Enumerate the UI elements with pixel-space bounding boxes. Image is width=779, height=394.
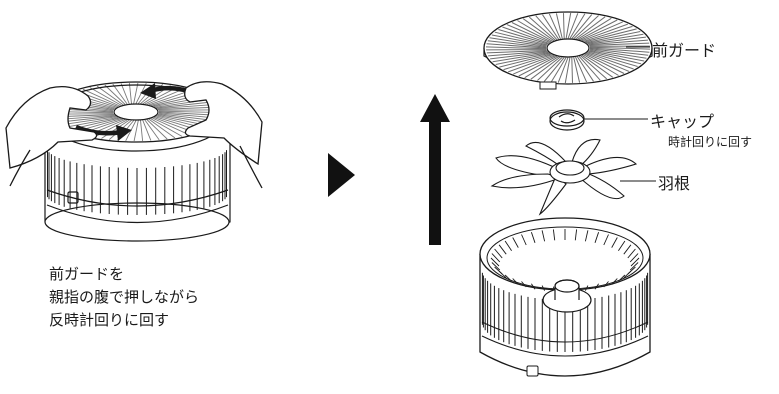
instruction-line-3: 反時計回りに回す: [49, 309, 199, 332]
cap-note-label: 時計回りに回す: [668, 133, 752, 150]
cap-label: キャップ: [650, 108, 714, 132]
fan-body-part: [480, 218, 650, 376]
instruction-text: 前ガードを 親指の腹で押しながら 反時計回りに回す: [49, 263, 199, 332]
up-arrow-icon: [420, 94, 450, 245]
blade-part: [492, 139, 636, 214]
cap-part: [550, 110, 584, 130]
front-guard-label: 前ガード: [652, 37, 716, 61]
instruction-line-2: 親指の腹で押しながら: [49, 286, 199, 309]
front-guard-part: [484, 12, 652, 89]
fan-held-illustration: [6, 82, 262, 241]
right-triangle-icon: [328, 153, 355, 197]
blade-label: 羽根: [658, 170, 690, 194]
instruction-line-1: 前ガードを: [49, 263, 199, 286]
